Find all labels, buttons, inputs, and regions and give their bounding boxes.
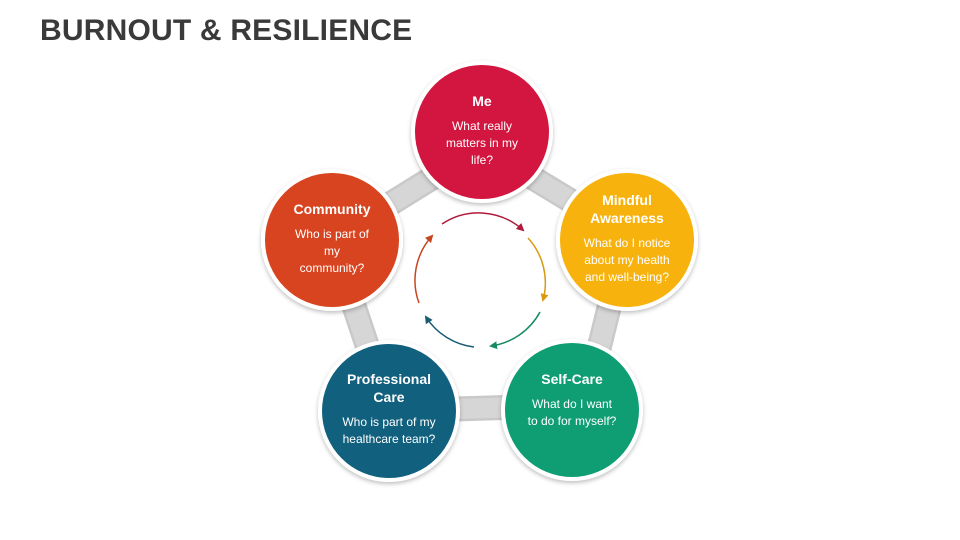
node-mindful-awareness: Mindful Awareness What do I notice about… bbox=[557, 191, 697, 331]
arrow-yellow bbox=[527, 237, 549, 302]
node-self-care: Self-Care What do I want to do for mysel… bbox=[502, 370, 642, 510]
node-community: Community Who is part of my community? bbox=[262, 200, 402, 340]
node-me: Me What really matters in my life? bbox=[412, 92, 552, 232]
arrow-orange bbox=[414, 234, 434, 304]
node-heading: Me bbox=[472, 93, 492, 109]
node-text: Who is part of my healthcare team? bbox=[342, 415, 436, 446]
node-text: What really matters in my life? bbox=[445, 119, 518, 167]
node-text: What do I want to do for myself? bbox=[527, 397, 617, 428]
node-heading: Professional Care bbox=[346, 371, 432, 405]
arrow-green bbox=[489, 311, 541, 350]
node-text: What do I notice about my health and wel… bbox=[583, 236, 671, 284]
node-heading: Community bbox=[293, 201, 371, 217]
node-heading: Self-Care bbox=[541, 371, 603, 387]
arrow-blue bbox=[424, 315, 475, 348]
page-title: BURNOUT & RESILIENCE bbox=[40, 14, 413, 47]
cycle-arrows bbox=[414, 212, 549, 350]
arrow-red bbox=[441, 212, 525, 232]
node-professional-care: Professional Care Who is part of my heal… bbox=[319, 370, 459, 510]
node-text: Who is part of my community? bbox=[294, 227, 370, 275]
node-heading: Mindful Awareness bbox=[590, 192, 664, 226]
node-circles bbox=[261, 61, 698, 482]
